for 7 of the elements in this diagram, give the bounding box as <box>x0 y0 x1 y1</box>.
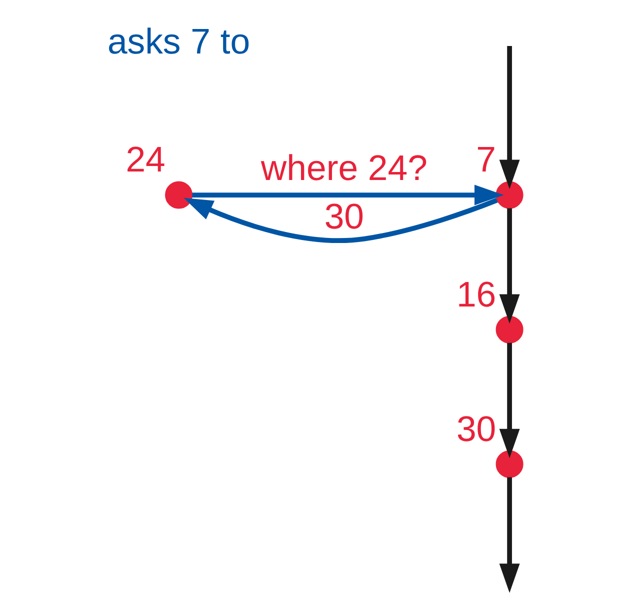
node-label: 7 <box>476 140 496 180</box>
edge-label: where 24? <box>260 148 428 188</box>
edge-label: 30 <box>324 196 364 236</box>
node-label: 30 <box>456 408 496 449</box>
label: asks 7 to <box>107 21 250 62</box>
node-label: 24 <box>126 140 166 180</box>
node-label: 16 <box>456 274 496 314</box>
